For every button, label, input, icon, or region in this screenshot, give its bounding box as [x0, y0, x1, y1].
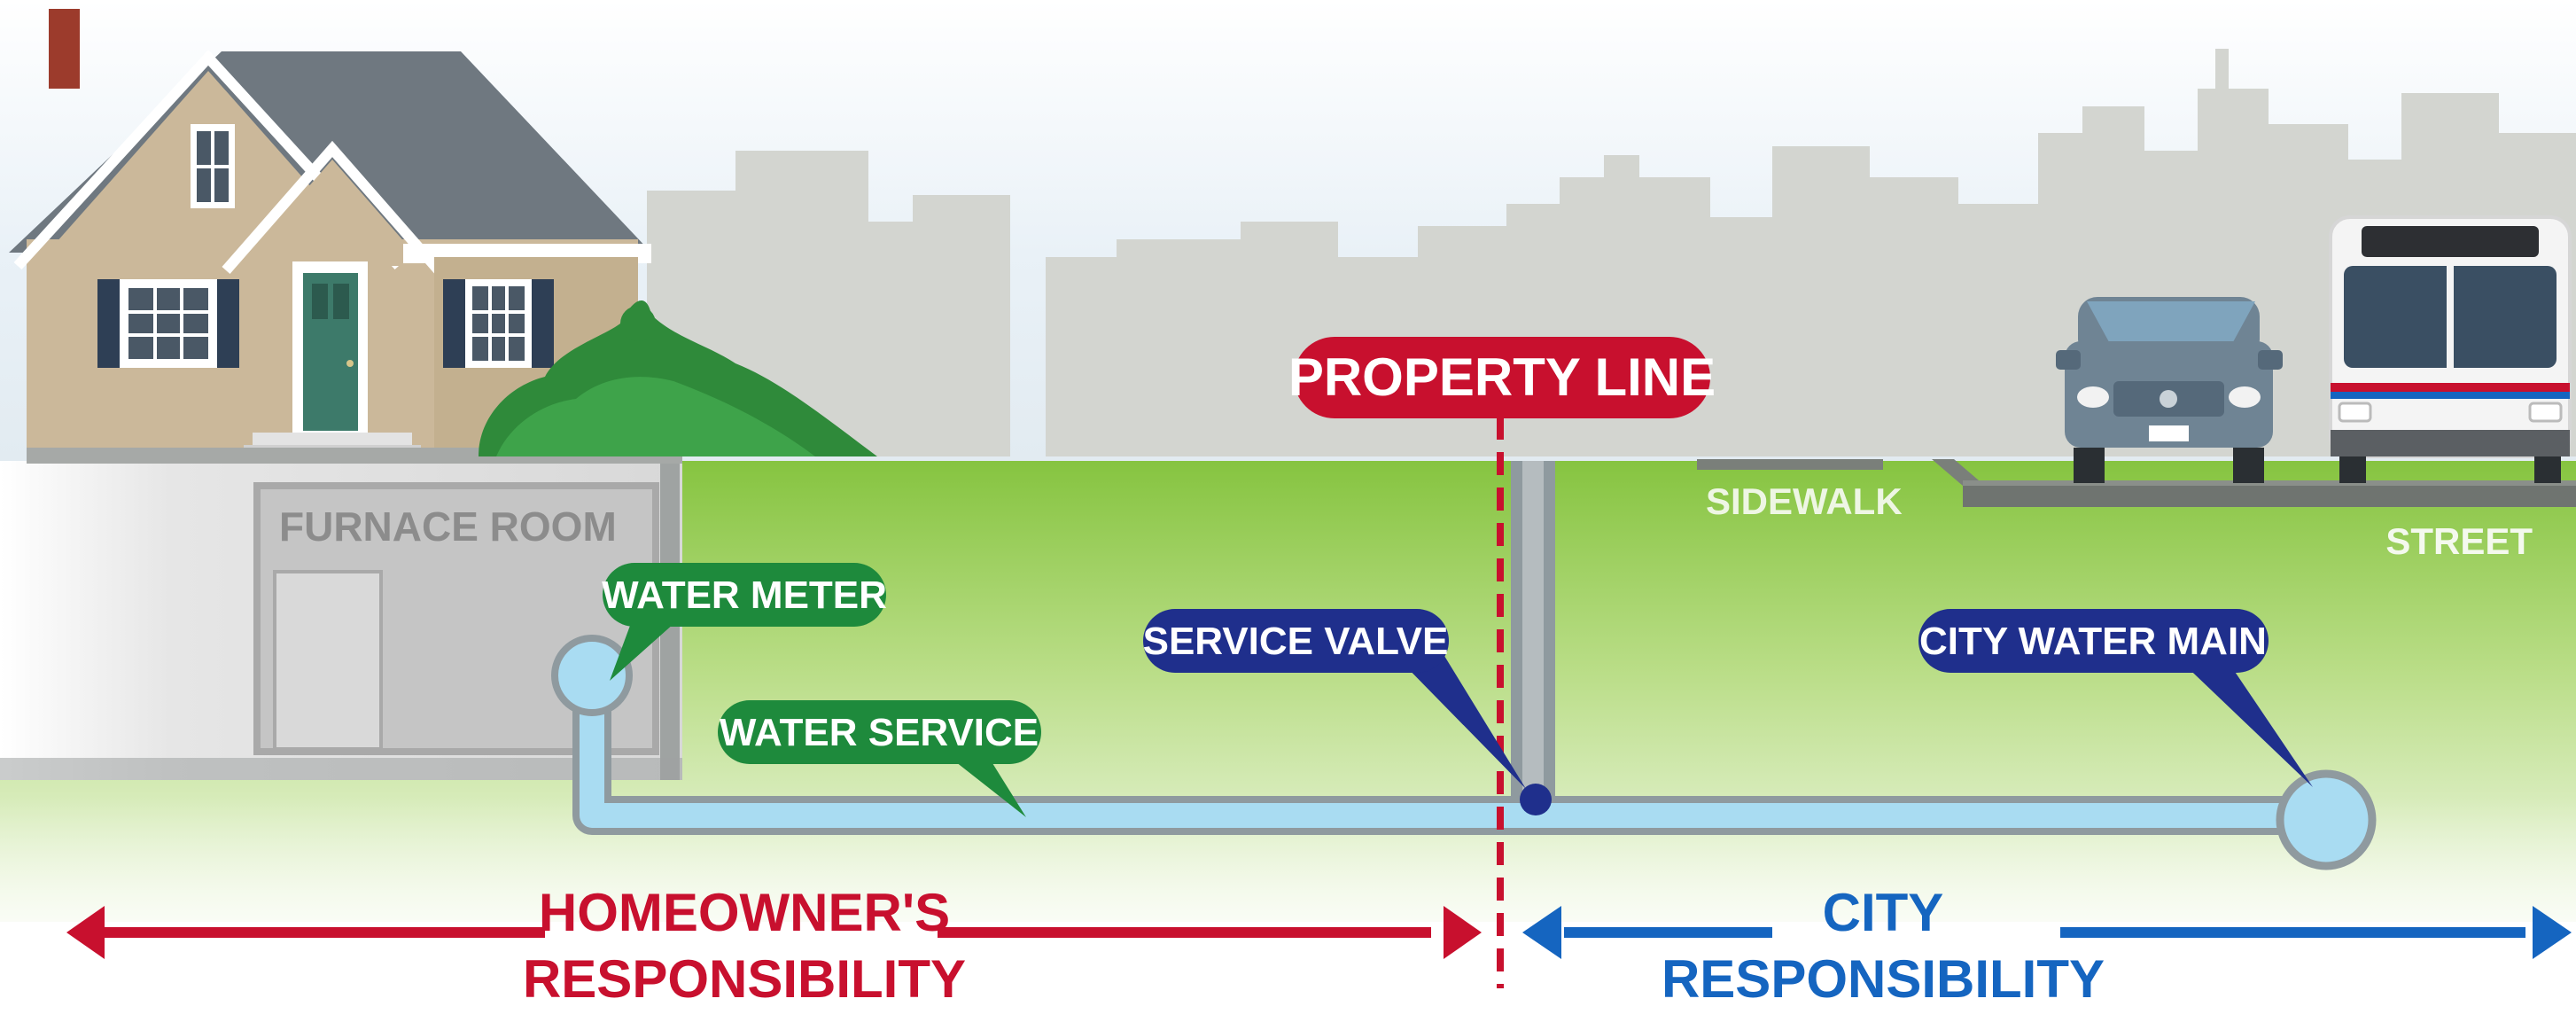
- property-line-badge: PROPERTY LINE: [1288, 337, 1716, 418]
- city-responsibility-arrow: [1522, 906, 2572, 959]
- property-line-label: PROPERTY LINE: [1288, 347, 1716, 407]
- city-responsibility-line2: RESPONSIBILITY: [1662, 949, 2105, 1009]
- city-water-main-label: CITY WATER MAIN: [1919, 620, 2267, 663]
- shrub-icon: [479, 300, 877, 456]
- sidewalk-and-street: [1697, 459, 2576, 507]
- basement: [0, 461, 682, 780]
- bus-icon: [2329, 215, 2572, 483]
- water-service-label: WATER SERVICE: [720, 711, 1039, 754]
- city-responsibility-line1: CITY: [1823, 883, 1944, 942]
- water-meter-callout: WATER METER: [602, 563, 887, 681]
- water-service-callout: WATER SERVICE: [718, 700, 1041, 817]
- city-water-main-icon: [2276, 769, 2377, 870]
- service-valve-label: SERVICE VALVE: [1143, 620, 1449, 663]
- water-meter-label: WATER METER: [602, 573, 887, 617]
- homeowner-responsibility-line2: RESPONSIBILITY: [523, 949, 966, 1009]
- car-icon: [2056, 297, 2283, 483]
- sidewalk-label: SIDEWALK: [1706, 480, 1903, 522]
- service-valve-callout: SERVICE VALVE: [1143, 609, 1526, 789]
- street-label: STREET: [2385, 520, 2533, 562]
- service-valve-icon: [1520, 784, 1552, 815]
- furnace-room-label: FURNACE ROOM: [279, 503, 617, 550]
- homeowner-responsibility-line1: HOMEOWNER'S: [539, 883, 950, 942]
- water-meter-icon: [551, 635, 633, 716]
- water-pipes: [551, 461, 2377, 870]
- city-water-main-callout: CITY WATER MAIN: [1918, 609, 2313, 787]
- homeowner-responsibility-arrow: [66, 906, 1482, 959]
